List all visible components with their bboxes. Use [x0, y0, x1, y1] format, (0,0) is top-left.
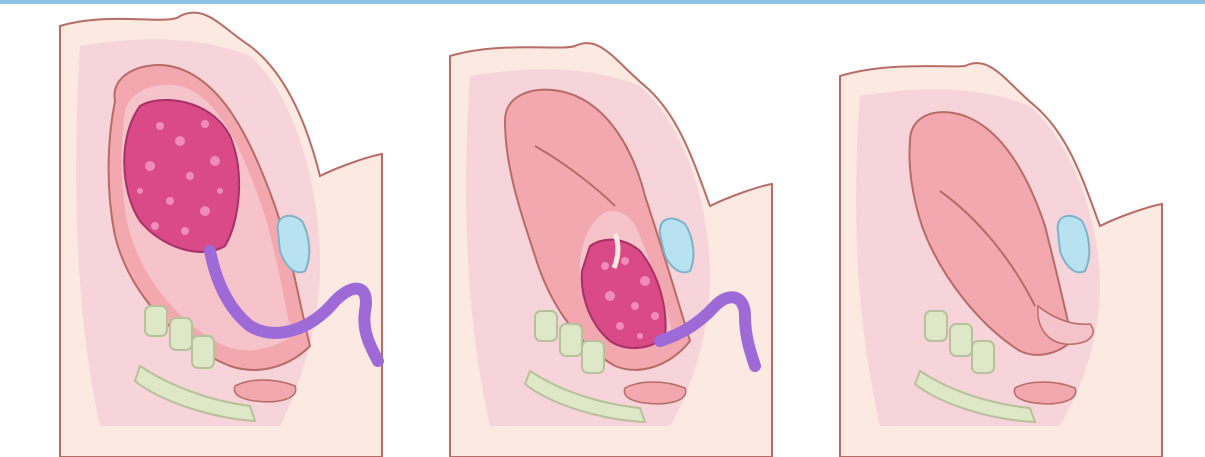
top-accent-rule: [0, 0, 1205, 4]
diagram-panel-3: [800, 6, 1180, 457]
uterus-diagram-placenta-delivered: [800, 6, 1180, 457]
rectum: [1014, 382, 1075, 404]
rectum: [624, 382, 685, 404]
uterus-diagram-placenta-descending: [410, 6, 790, 457]
diagram-panel-1: [20, 6, 400, 457]
uterus-diagram-placenta-in-situ: [20, 6, 400, 457]
rectum: [234, 380, 295, 402]
diagram-panel-2: [410, 6, 790, 457]
